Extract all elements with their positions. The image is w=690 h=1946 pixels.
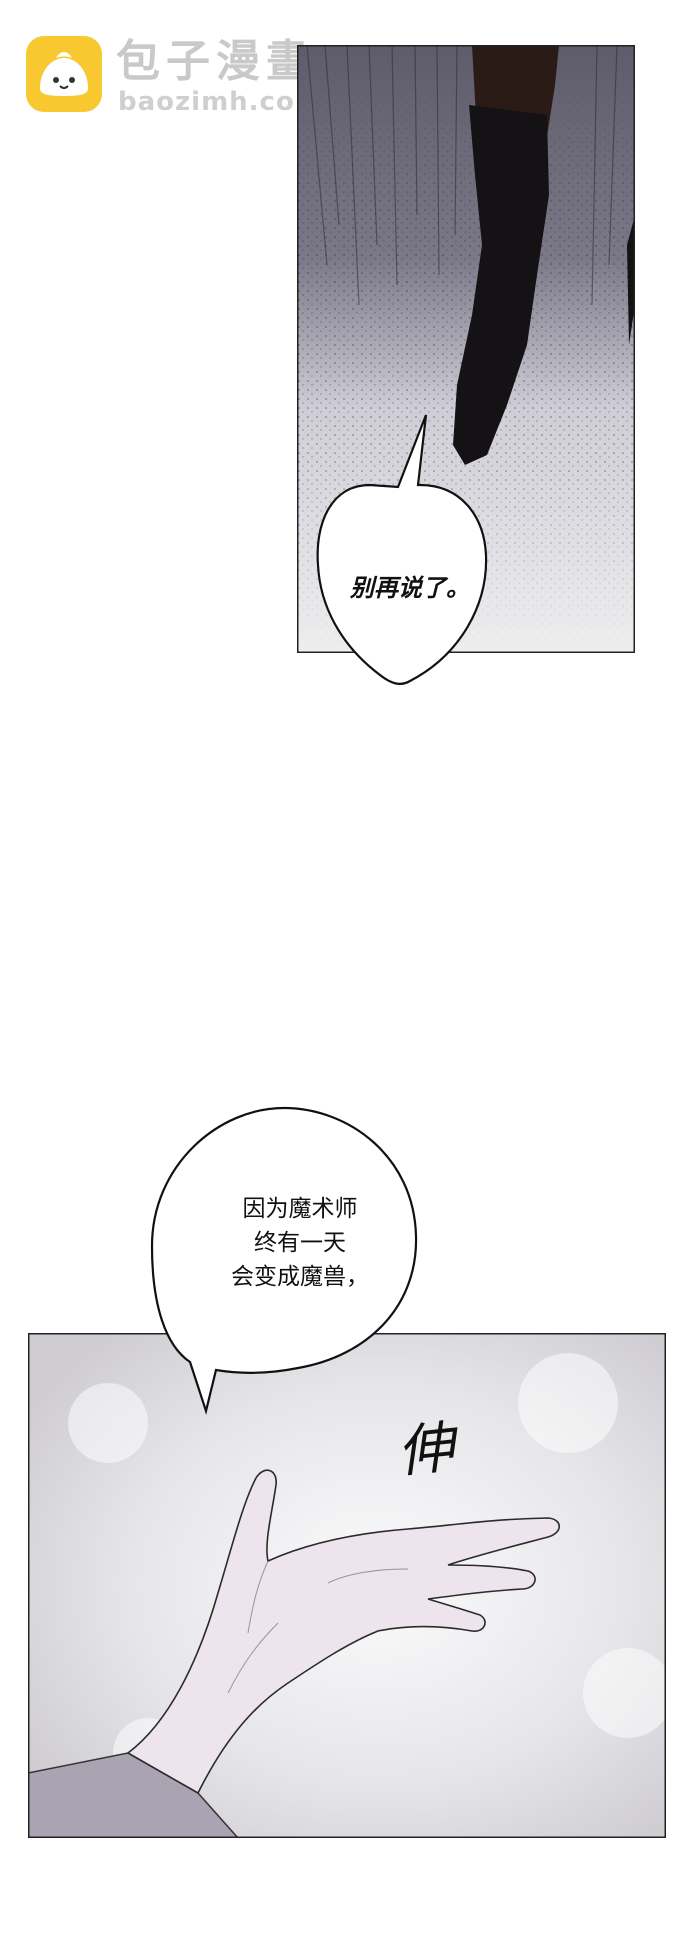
speech-bubble — [150, 1106, 418, 1416]
speech-line: 因为魔术师 — [242, 1196, 358, 1222]
bun-mascot-icon — [26, 36, 102, 112]
speech-bubble — [316, 414, 488, 685]
speech-text: 因为魔术师 终有一天 会变成魔兽， — [190, 1192, 410, 1294]
watermark-title: 包子漫畫 — [116, 36, 316, 87]
watermark-site: baozimh.com — [118, 87, 323, 117]
speech-text: 别再说了。 — [350, 574, 470, 602]
sound-effect-text: 伸 — [394, 1415, 457, 1486]
comic-panel-hand — [28, 1333, 666, 1838]
speech-line: 会变成魔兽， — [231, 1264, 369, 1290]
speech-line: 终有一天 — [254, 1230, 346, 1256]
